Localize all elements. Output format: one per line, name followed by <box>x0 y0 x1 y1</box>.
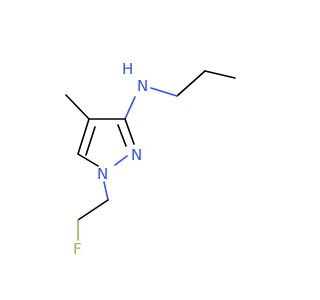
bond-methyl <box>65 94 90 120</box>
structure-drawing: N H N N F <box>65 60 236 258</box>
ring-n2-label: N <box>131 146 142 164</box>
ring-n1-label: N <box>97 165 108 183</box>
amine-n-label: N <box>137 77 148 95</box>
bond-c5-n1 <box>77 153 99 167</box>
bond-n1-n2 <box>114 155 128 166</box>
bond-nh-propyl <box>150 87 178 97</box>
bond-nh-c3 <box>124 96 136 120</box>
bond-propyl-2 <box>204 70 236 79</box>
bond-ch2-ch2 <box>77 199 109 221</box>
fluorine-label: F <box>73 240 82 258</box>
bond-n2-c3 <box>124 118 135 145</box>
bond-n1-ch2 <box>103 181 109 201</box>
bond-n2-c3-double <box>117 124 127 147</box>
amine-h-label: H <box>122 60 133 78</box>
bond-c4-c5 <box>77 118 90 155</box>
molecule-canvas: N H N N F <box>65 60 236 258</box>
bond-c4-c5-double <box>85 126 96 156</box>
bond-propyl-1 <box>176 70 206 97</box>
